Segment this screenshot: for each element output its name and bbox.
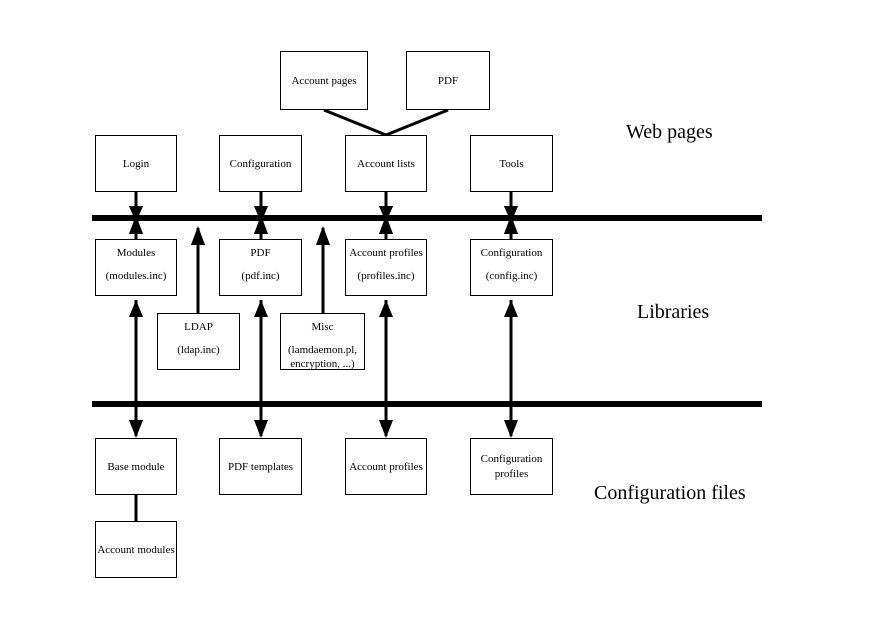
box-tools-title: Tools [499, 157, 524, 170]
box-base-module-title: Base module [107, 460, 165, 473]
section-label-libraries: Libraries [637, 301, 710, 323]
box-account-modules-title: Account modules [97, 543, 175, 556]
box-configuration-lib-file: (config.inc) [485, 270, 538, 282]
box-configuration-lib-title: Configuration [480, 247, 543, 259]
arrowhead-login-to-bar [129, 206, 143, 222]
box-account-lists-title: Account lists [357, 157, 415, 170]
box-ldap-lib-title: LDAP [184, 321, 213, 333]
box-tools[interactable]: Tools [470, 135, 553, 192]
connector-bar-to-account-profiles-lib [379, 300, 393, 407]
connector-bar-to-modules-lib [129, 300, 143, 407]
box-account-lists[interactable]: Account lists [345, 135, 427, 192]
box-misc-lib-title: Misc [311, 321, 334, 333]
arrowhead-account-lists-to-bar [379, 206, 393, 222]
box-account-profiles-lib-title: Account profiles [349, 247, 423, 259]
bar-web-libraries [92, 215, 762, 221]
connector-bar-to-configuration-lib [504, 300, 518, 407]
box-ldap-lib-file: (ldap.inc) [177, 344, 220, 356]
arrowhead-misc-lib-to-bar [316, 226, 330, 245]
box-pdf-templates-title: PDF templates [227, 460, 294, 473]
connector-pdf-page-to-account-lists [385, 108, 449, 137]
box-misc-lib[interactable]: Misc (lamdaemon.pl, encryption, ...) [280, 313, 365, 370]
box-pdf-lib-file: (pdf.inc) [241, 270, 280, 282]
box-pdf-lib-title: PDF [250, 247, 271, 259]
box-account-pages-title: Account pages [291, 74, 357, 87]
box-login-title: Login [122, 157, 150, 170]
arrowhead-configuration-page-to-bar [254, 206, 268, 222]
box-account-profiles-lib-file: (profiles.inc) [357, 270, 415, 282]
box-configuration-lib[interactable]: Configuration (config.inc) [470, 239, 553, 296]
box-login[interactable]: Login [95, 135, 177, 192]
bar-libraries-configfiles [92, 401, 762, 407]
section-label-configuration-files: Configuration files [594, 482, 746, 504]
box-account-profiles-lib[interactable]: Account profiles (profiles.inc) [345, 239, 427, 296]
box-pdf-templates[interactable]: PDF templates [219, 438, 302, 495]
box-account-pages[interactable]: Account pages [280, 51, 368, 110]
arrowhead-tools-to-bar [504, 206, 518, 222]
arrowhead-account-profiles-lib-to-bar [379, 215, 393, 234]
box-account-profiles-file-title: Account profiles [349, 460, 423, 473]
box-account-modules[interactable]: Account modules [95, 521, 177, 578]
box-ldap-lib[interactable]: LDAP (ldap.inc) [157, 313, 240, 370]
arrowhead-pdf-lib-to-bar [254, 215, 268, 234]
section-label-web-pages: Web pages [626, 121, 713, 143]
connector-account-pages-to-account-lists [323, 108, 387, 137]
box-configuration-page[interactable]: Configuration [219, 135, 302, 192]
box-configuration-profiles-title: Configuration profiles [480, 452, 543, 480]
box-pdf-page[interactable]: PDF [406, 51, 490, 110]
box-account-profiles-file[interactable]: Account profiles [345, 438, 427, 495]
arrowhead-modules-lib-to-bar [129, 215, 143, 234]
box-configuration-page-title: Configuration [229, 157, 292, 170]
box-misc-lib-file: (lamdaemon.pl, encryption, ...) [287, 344, 358, 370]
box-modules-lib[interactable]: Modules (modules.inc) [95, 239, 177, 296]
box-configuration-profiles[interactable]: Configuration profiles [470, 438, 553, 495]
box-pdf-page-title: PDF [437, 74, 459, 87]
box-base-module[interactable]: Base module [95, 438, 177, 495]
box-modules-lib-file: (modules.inc) [105, 270, 167, 282]
arrowhead-ldap-lib-to-bar [191, 226, 205, 245]
arrowhead-configuration-lib-to-bar [504, 215, 518, 234]
connector-bar-to-pdf-lib [254, 300, 268, 407]
box-pdf-lib[interactable]: PDF (pdf.inc) [219, 239, 302, 296]
box-modules-lib-title: Modules [116, 247, 156, 259]
